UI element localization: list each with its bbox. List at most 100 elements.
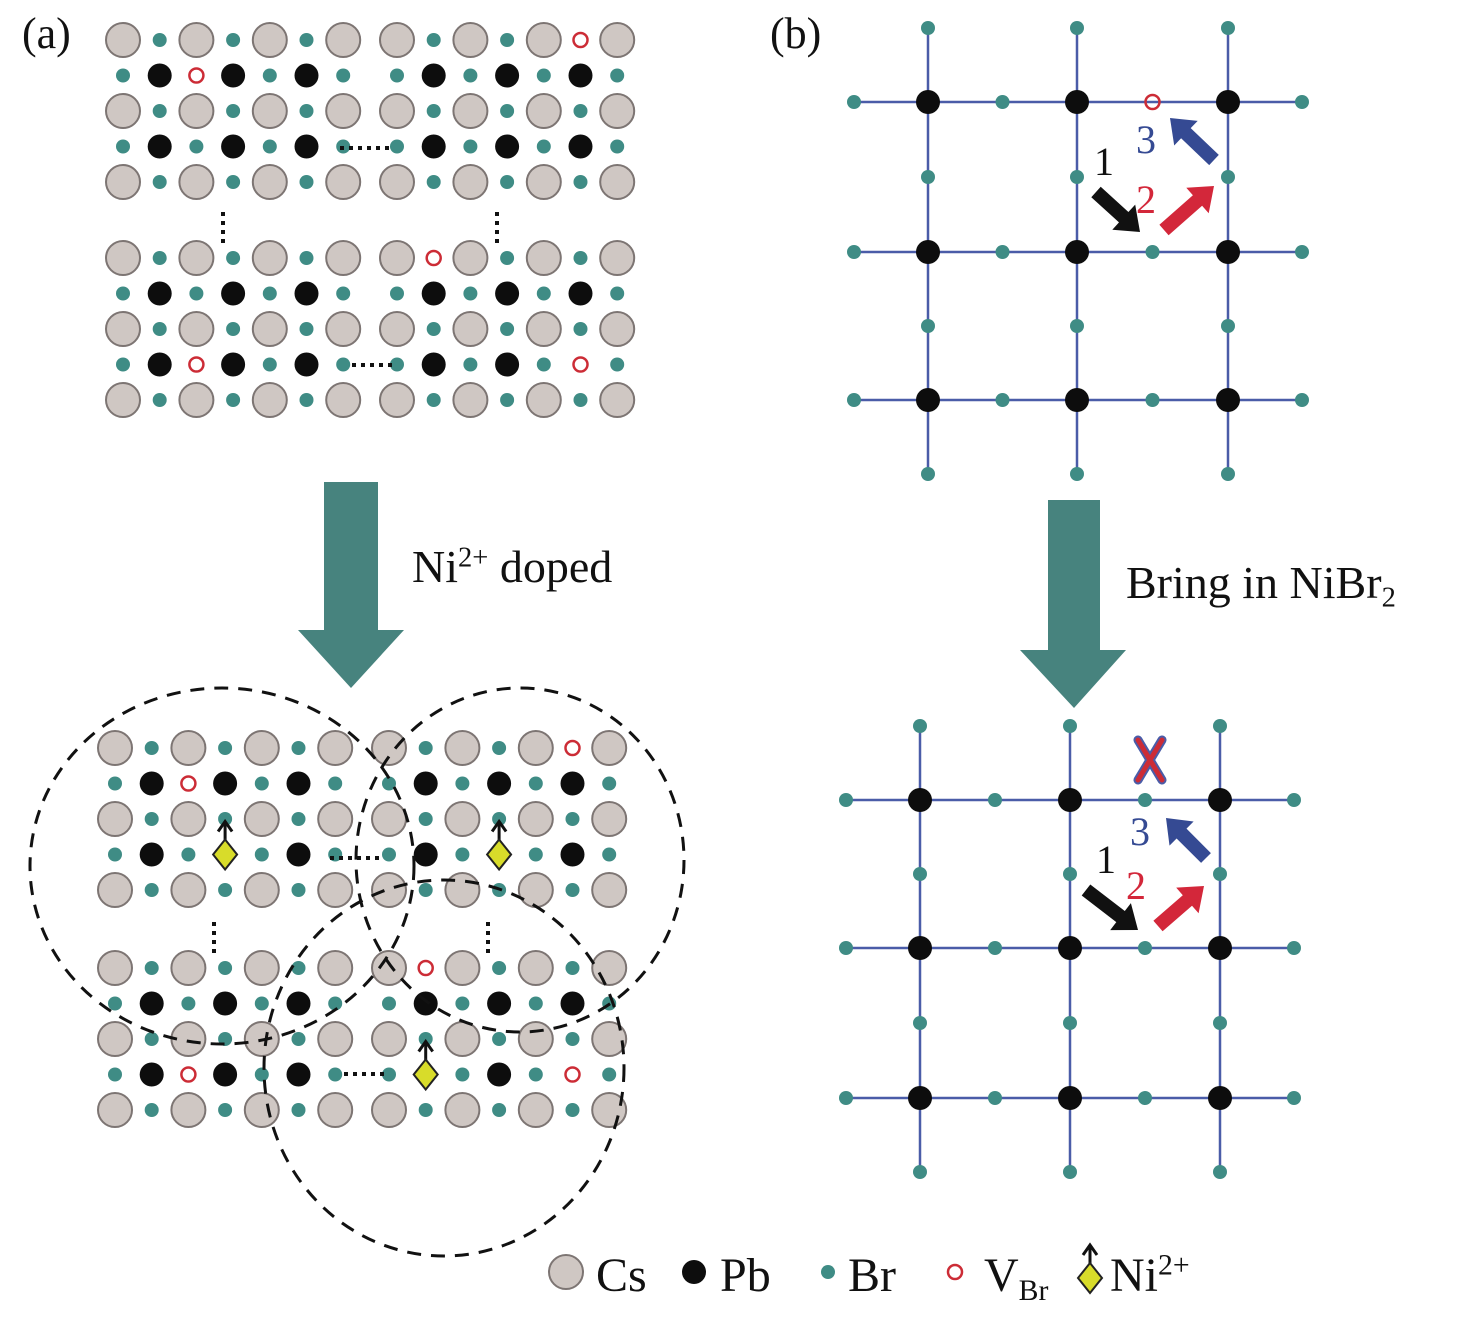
br-atom <box>144 741 159 755</box>
br-atom <box>382 776 396 791</box>
pb-atom <box>213 991 238 1016</box>
cs-atom <box>243 730 280 766</box>
cs-atom <box>517 1092 554 1128</box>
br-atom <box>602 776 617 791</box>
cs-atom <box>325 22 362 58</box>
pb-atom <box>413 771 438 796</box>
pb-atom <box>1208 1086 1232 1110</box>
br-atom <box>116 286 130 301</box>
cs-atom <box>599 382 636 418</box>
pb-atom <box>1058 936 1082 960</box>
br-atom <box>573 393 588 407</box>
pb-atom <box>221 63 246 88</box>
doping-caption: Ni2+ doped <box>412 540 612 593</box>
cs-atom <box>444 872 481 908</box>
pb-atom <box>495 63 520 88</box>
cs-atom <box>452 22 489 58</box>
br-atom <box>528 1067 543 1082</box>
pb-atom <box>421 63 446 88</box>
br-atom <box>226 104 241 118</box>
br-atom <box>116 357 130 372</box>
blocked-mark <box>1135 737 1165 783</box>
br-atom <box>455 776 470 791</box>
br-atom <box>382 1067 396 1082</box>
cs-atom <box>325 93 362 129</box>
pb-atom <box>286 1062 311 1087</box>
pb-atom <box>487 991 512 1016</box>
br-atom <box>573 322 588 336</box>
br-atom <box>1213 719 1227 733</box>
br-atom <box>390 139 404 154</box>
br-atom <box>226 393 241 407</box>
br-atom <box>463 68 478 83</box>
cs-atom <box>178 240 215 276</box>
br-atom <box>528 847 543 862</box>
doping-caption-charge: 2+ <box>458 542 489 574</box>
cs-atom <box>105 382 141 418</box>
br-atom <box>1138 793 1152 807</box>
br-atom <box>500 322 515 336</box>
step-2-arrow-bottom <box>1153 886 1204 932</box>
br-atom <box>1287 941 1301 955</box>
br-atom <box>226 33 241 47</box>
br-atom <box>492 741 507 755</box>
pb-atom <box>286 991 311 1016</box>
br-atom <box>610 357 625 372</box>
cs-atom <box>105 93 141 129</box>
br-atom <box>262 139 277 154</box>
cs-atom <box>591 872 628 908</box>
br-atom <box>602 847 617 862</box>
cs-atom <box>97 801 133 837</box>
cs-atom <box>599 311 636 347</box>
cs-atom <box>444 730 481 766</box>
br-atom <box>536 68 551 83</box>
cs-atom <box>599 240 636 276</box>
legend-br-label: Br <box>848 1249 896 1302</box>
br-atom <box>500 251 515 265</box>
cs-atom <box>325 240 362 276</box>
br-atom <box>218 1103 233 1117</box>
cs-atom <box>371 1092 407 1128</box>
pb-atom <box>495 134 520 159</box>
br-atom <box>847 393 861 407</box>
br-atom <box>262 286 277 301</box>
br-atom <box>455 1067 470 1082</box>
pb-atom <box>286 842 311 867</box>
cs-atom <box>517 950 554 986</box>
legend-ni-main: Ni <box>1110 1249 1158 1302</box>
cs-atom <box>379 22 415 58</box>
br-atom <box>565 1032 580 1046</box>
down-arrow-a <box>298 482 404 688</box>
pb-atom <box>413 991 438 1016</box>
br-atom <box>1287 793 1301 807</box>
cs-atom <box>452 164 489 200</box>
pb-atom <box>908 1086 932 1110</box>
ni-dopant <box>211 837 239 872</box>
cs-atom <box>317 1092 354 1128</box>
step-1-arrow-bottom <box>1081 884 1138 931</box>
br-atom <box>1295 245 1309 259</box>
br-atom <box>426 175 441 189</box>
br-atom <box>528 776 543 791</box>
cs-atom <box>371 801 407 837</box>
cs-atom <box>444 1021 481 1057</box>
br-atom <box>1070 21 1084 35</box>
cs-atom <box>452 240 489 276</box>
br-atom <box>1063 1165 1077 1179</box>
cs-atom <box>525 164 562 200</box>
br-atom <box>328 1067 343 1082</box>
br-atom <box>610 68 625 83</box>
pb-atom <box>147 281 172 306</box>
cs-atom <box>591 950 628 986</box>
cs-atom <box>325 311 362 347</box>
br-atom <box>254 1067 269 1082</box>
pb-atom <box>1065 240 1089 264</box>
br-atom <box>610 139 625 154</box>
cs-atom <box>170 872 207 908</box>
cs-atom <box>97 950 133 986</box>
pb-atom <box>147 134 172 159</box>
br-atom <box>913 719 927 733</box>
cs-atom <box>444 1092 481 1128</box>
legend-vbr-sub: Br <box>1018 1273 1049 1307</box>
nibr2-caption-text: Bring in NiBr <box>1126 557 1382 608</box>
